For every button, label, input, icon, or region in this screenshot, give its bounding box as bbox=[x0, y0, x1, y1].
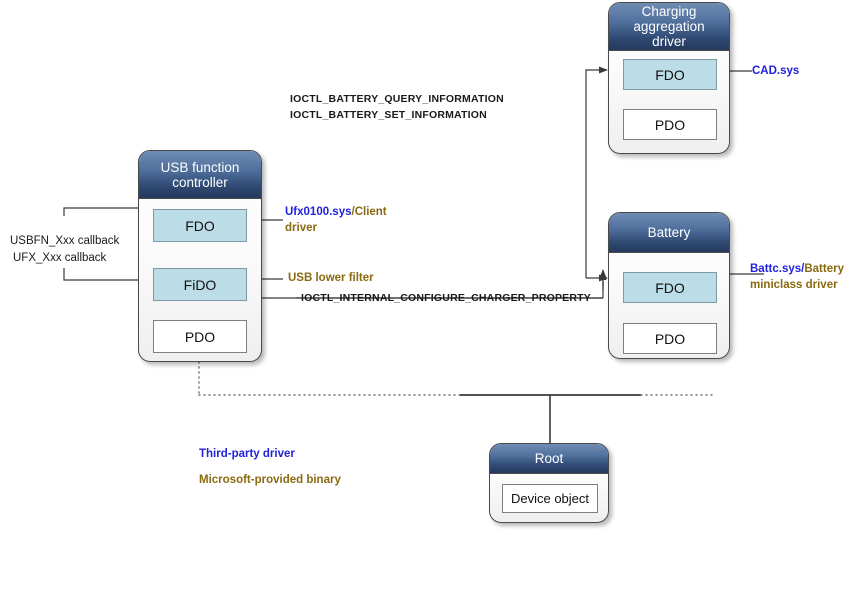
legend-item-microsoft-provided-binary: Microsoft-provided binary bbox=[199, 474, 341, 486]
annotation-usb-lower-filter: USB lower filter bbox=[288, 272, 374, 284]
annotation-ioctl-battery-set-information: IOCTL_BATTERY_SET_INFORMATION bbox=[290, 109, 487, 121]
node-title-line2: aggregation driver bbox=[633, 19, 705, 49]
node-title-line1: USB function bbox=[160, 159, 240, 175]
annotation-cad-sys: CAD.sys bbox=[752, 65, 800, 77]
annotation-ufx-driver-role2: driver bbox=[285, 222, 317, 234]
node-battery[interactable]: Battery FDO PDO bbox=[608, 212, 730, 359]
annotation-ioctl-internal-configure-charger-property: IOCTL_INTERNAL_CONFIGURE_CHARGER_PROPERT… bbox=[301, 292, 591, 304]
device-object-fdo[interactable]: FDO bbox=[153, 209, 247, 242]
annotation-ufx-callback: UFX_Xxx callback bbox=[13, 252, 107, 264]
node-title-root: Root bbox=[490, 444, 608, 474]
annotation-ufx-driver: Ufx0100.sys/Client driver bbox=[285, 204, 387, 236]
node-title-line1: Battery bbox=[647, 225, 691, 240]
node-title-charging-aggregation-driver: Charging aggregation driver bbox=[609, 3, 729, 51]
device-object-pdo[interactable]: PDO bbox=[623, 323, 717, 354]
device-object-pdo[interactable]: PDO bbox=[153, 320, 247, 353]
node-title-usb-function-controller: USB function controller bbox=[139, 151, 261, 199]
node-root[interactable]: Root Device object bbox=[489, 443, 609, 523]
annotation-battc-role2: miniclass driver bbox=[750, 279, 838, 291]
device-object-pdo[interactable]: PDO bbox=[623, 109, 717, 140]
device-object-fido[interactable]: FiDO bbox=[153, 268, 247, 301]
node-title-line2: controller bbox=[172, 174, 228, 190]
node-title-battery: Battery bbox=[609, 213, 729, 253]
device-object-fdo[interactable]: FDO bbox=[623, 59, 717, 90]
annotation-usbfn-callback: USBFN_Xxx callback bbox=[10, 235, 120, 247]
annotation-battc-binary: Battc.sys/ bbox=[750, 263, 805, 275]
legend-item-third-party-driver: Third-party driver bbox=[199, 448, 295, 460]
node-title-line1: Root bbox=[534, 451, 564, 466]
annotation-battc-role: Battery bbox=[804, 263, 844, 275]
annotation-ufx-driver-role: /Client bbox=[351, 206, 387, 218]
device-object-fdo[interactable]: FDO bbox=[623, 272, 717, 303]
device-object-root[interactable]: Device object bbox=[502, 484, 598, 513]
node-title-line1: Charging bbox=[641, 4, 697, 19]
annotation-ufx-driver-binary: Ufx0100.sys bbox=[285, 206, 352, 218]
annotation-ioctl-battery-query-information: IOCTL_BATTERY_QUERY_INFORMATION bbox=[290, 93, 504, 105]
node-usb-function-controller[interactable]: USB function controller FDO FiDO PDO bbox=[138, 150, 262, 362]
node-charging-aggregation-driver[interactable]: Charging aggregation driver FDO PDO bbox=[608, 2, 730, 154]
annotation-battc-driver: Battc.sys/Battery miniclass driver bbox=[750, 261, 844, 293]
